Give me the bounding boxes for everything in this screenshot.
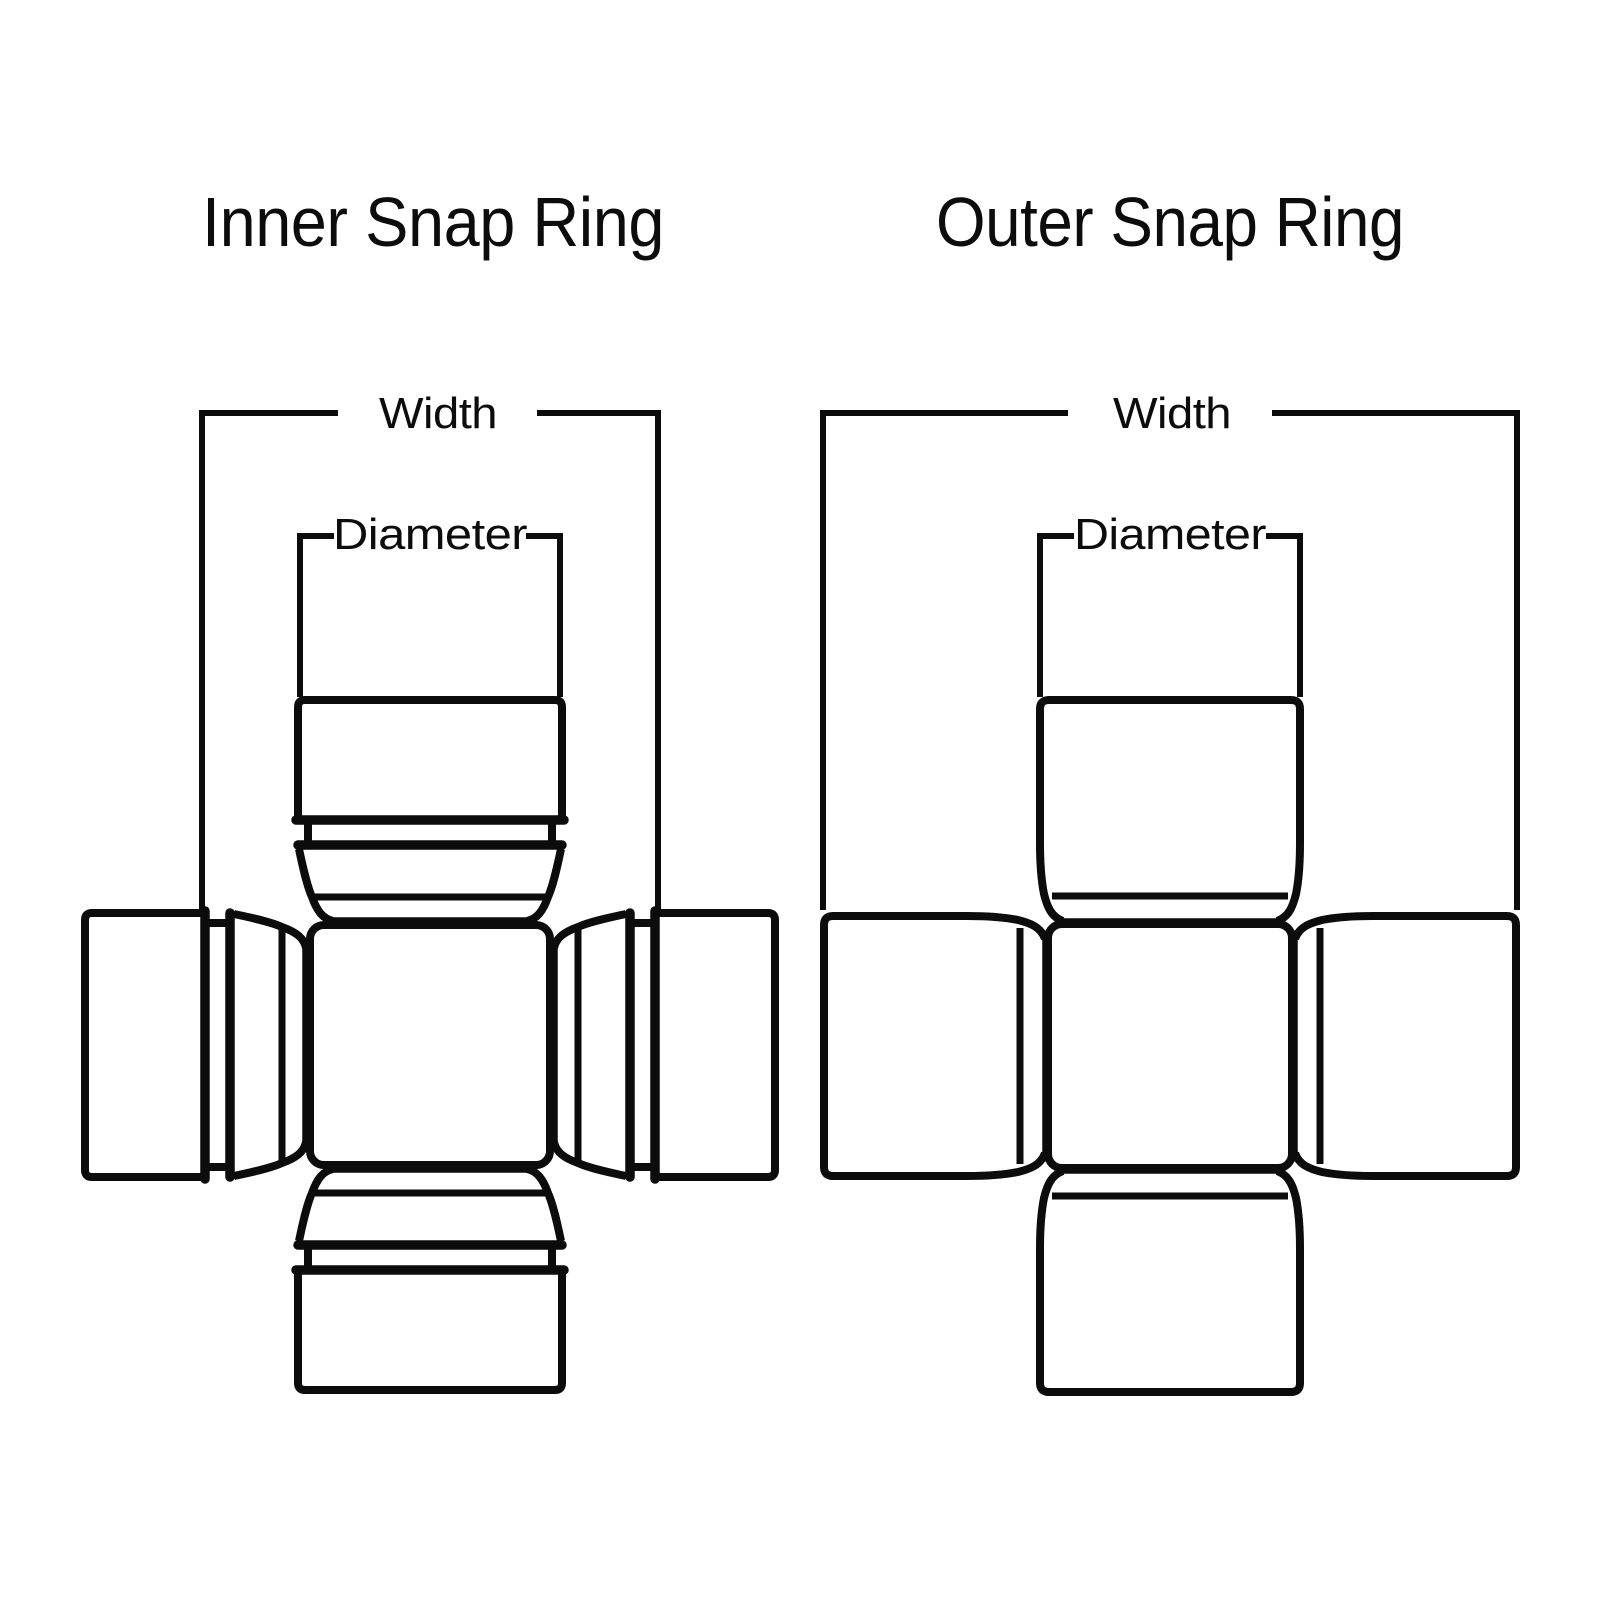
outer-snap-ring-figure: Outer Snap Ring Width Diameter	[823, 183, 1517, 1392]
outer-cap-top	[1040, 700, 1300, 923]
inner-width-label: Width	[379, 389, 497, 438]
inner-cap-top	[296, 700, 564, 922]
outer-width-label: Width	[1113, 389, 1231, 438]
outer-cap-right	[1293, 916, 1516, 1176]
outer-cap-bottom	[1040, 1169, 1300, 1392]
inner-snap-ring-figure: Inner Snap Ring Width Diameter	[85, 183, 775, 1390]
outer-cap-left	[824, 916, 1047, 1176]
inner-cap-bottom	[296, 1168, 564, 1390]
inner-cap-right	[553, 911, 775, 1179]
outer-diameter-label: Diameter	[1074, 510, 1266, 559]
outer-figure-title: Outer Snap Ring	[936, 183, 1404, 261]
inner-diameter-bracket	[297, 533, 563, 697]
outer-diameter-bracket	[1037, 533, 1303, 697]
inner-diameter-label: Diameter	[333, 510, 527, 559]
inner-cross-body	[306, 921, 554, 1169]
inner-width-bracket	[199, 410, 661, 914]
outer-width-bracket	[820, 410, 1520, 910]
outer-cross-body	[1044, 920, 1296, 1172]
inner-cap-left	[85, 911, 307, 1179]
inner-figure-title: Inner Snap Ring	[202, 183, 664, 261]
